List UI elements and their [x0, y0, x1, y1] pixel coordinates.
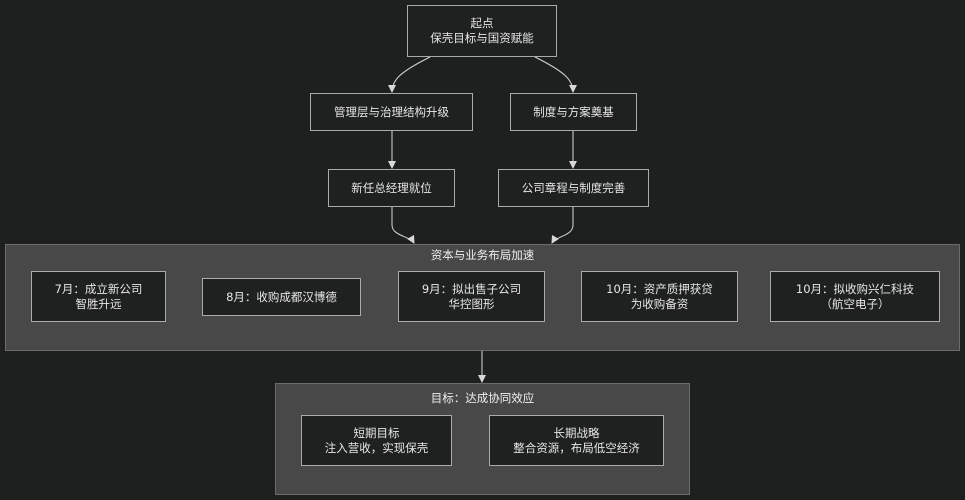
goal-item-line1: 长期战略 — [553, 425, 600, 440]
edge-start-left — [388, 56, 431, 93]
goal-item-line2: 注入营收，实现保壳 — [324, 440, 429, 455]
capital-item-line1: 7月：成立新公司 — [54, 281, 143, 296]
capital-item-line2: （航空电子） — [820, 296, 890, 311]
short-term-goal-node: 短期目标 注入营收，实现保壳 — [301, 415, 452, 466]
capital-item: 9月：拟出售子公司 华控图形 — [398, 271, 545, 322]
edge-right-capital — [551, 207, 574, 244]
institution-label: 制度与方案奠基 — [533, 104, 614, 119]
goal-item-line2: 整合资源，布局低空经济 — [513, 440, 640, 455]
capital-item-line2: 为收购备资 — [630, 296, 689, 311]
edge-left-capital — [391, 207, 415, 244]
capital-item: 10月：资产质押获贷 为收购备资 — [581, 271, 738, 322]
new-gm-node: 新任总经理就位 — [328, 169, 455, 207]
institution-node: 制度与方案奠基 — [510, 93, 637, 131]
capital-item: 7月：成立新公司 智胜升远 — [31, 271, 166, 322]
capital-item-line1: 8月：收购成都汉博德 — [226, 289, 337, 304]
start-title: 起点 — [470, 16, 494, 30]
capital-item-line1: 9月：拟出售子公司 — [421, 281, 522, 296]
capital-item-line2: 华控图形 — [448, 296, 495, 311]
management-label: 管理层与治理结构升级 — [334, 104, 449, 119]
capital-cluster-title: 资本与业务布局加速 — [430, 248, 535, 262]
charter-node: 公司章程与制度完善 — [498, 169, 649, 207]
goal-cluster-title: 目标：达成协同效应 — [430, 391, 535, 405]
charter-label: 公司章程与制度完善 — [521, 180, 626, 195]
goal-item-line1: 短期目标 — [353, 425, 400, 440]
start-subtitle: 保壳目标与国资赋能 — [430, 31, 534, 45]
capital-item-line1: 10月：资产质押获贷 — [606, 281, 713, 296]
capital-item: 8月：收购成都汉博德 — [202, 278, 361, 316]
capital-item-line1: 10月：拟收购兴仁科技 — [795, 281, 915, 296]
long-term-goal-node: 长期战略 整合资源，布局低空经济 — [489, 415, 664, 466]
edge-start-right — [534, 56, 577, 93]
new-gm-label: 新任总经理就位 — [351, 180, 432, 195]
management-node: 管理层与治理结构升级 — [310, 93, 473, 131]
capital-item-line2: 智胜升远 — [75, 296, 122, 311]
start-node: 起点 保壳目标与国资赋能 — [407, 5, 557, 57]
capital-item: 10月：拟收购兴仁科技 （航空电子） — [770, 271, 940, 322]
